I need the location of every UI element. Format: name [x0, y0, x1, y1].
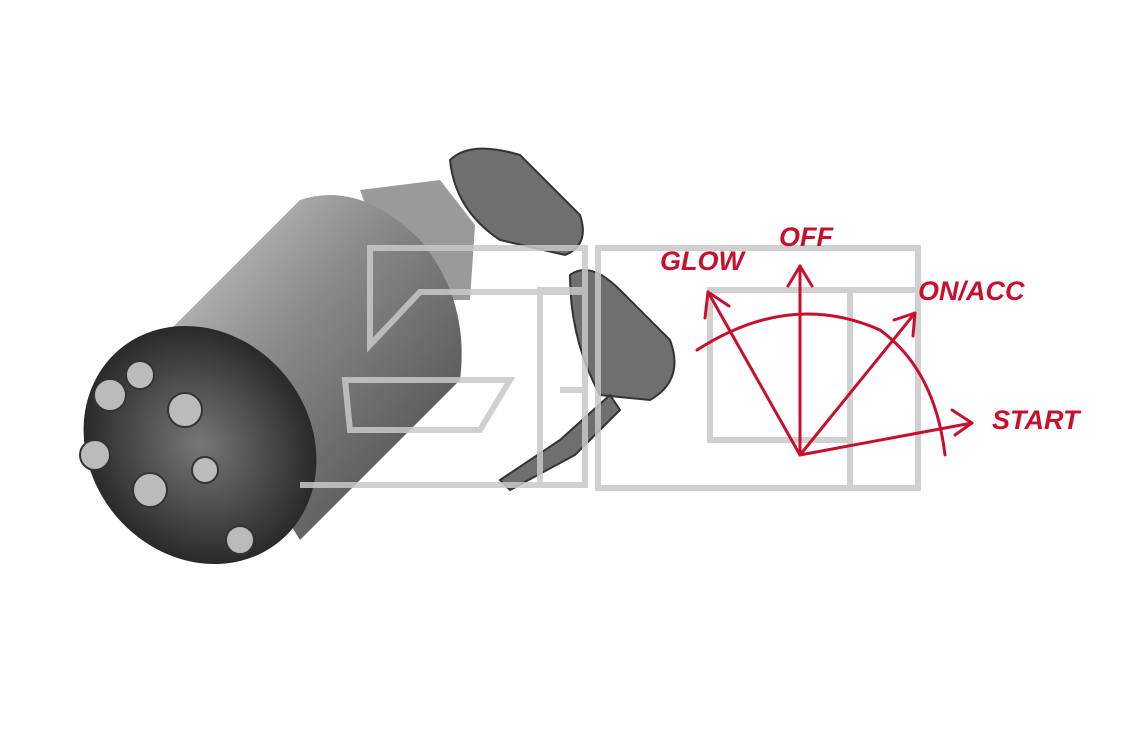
- start-arrow: [798, 421, 974, 457]
- keys: [448, 147, 676, 492]
- terminal-screws: [79, 360, 255, 555]
- start-label: START: [992, 405, 1082, 435]
- on-acc-arrow: [798, 311, 917, 457]
- rotation-arc: [695, 312, 947, 457]
- glow-arrow: [706, 290, 802, 457]
- key-position-diagram: [695, 264, 974, 457]
- on-acc-label: ON/ACC: [918, 276, 1025, 306]
- off-label: OFF: [779, 222, 834, 252]
- glow-label: GLOW: [660, 246, 746, 276]
- watermark-logo: [300, 245, 921, 491]
- switch-body: [79, 180, 475, 565]
